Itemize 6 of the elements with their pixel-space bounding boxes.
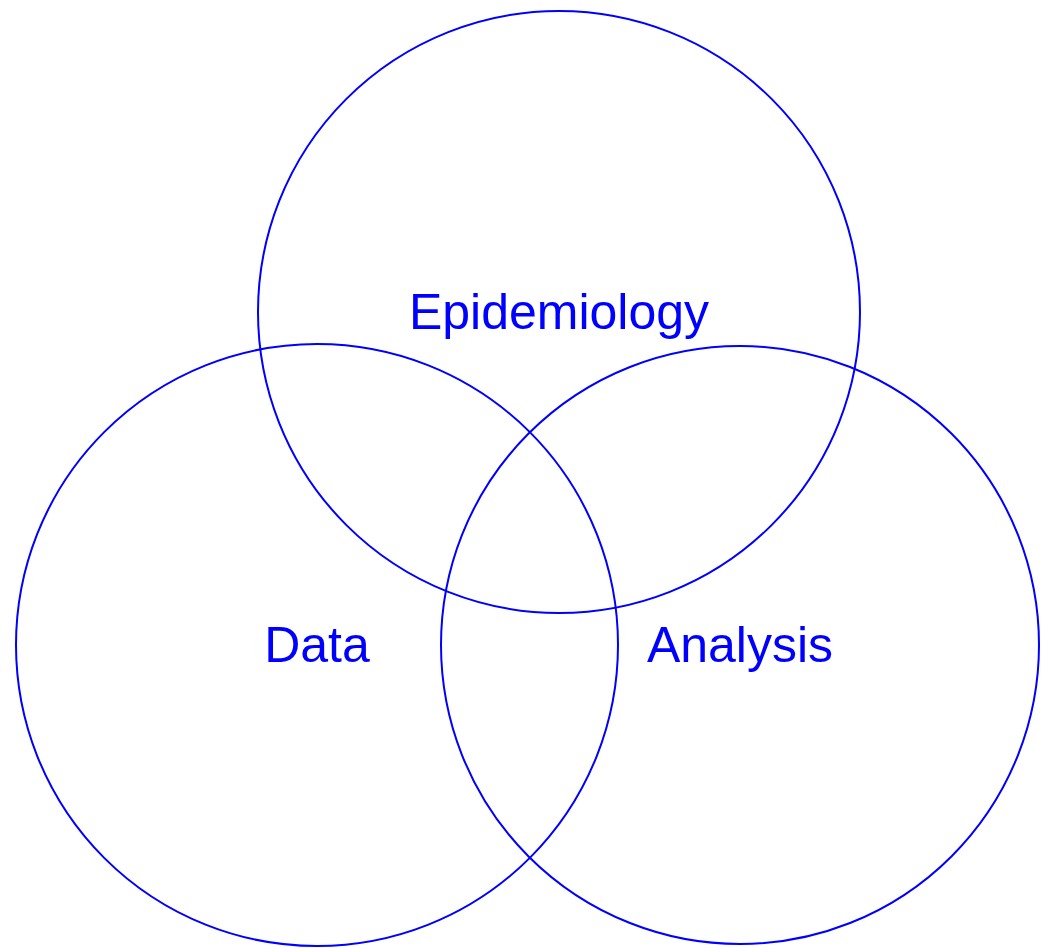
venn-circle	[15, 343, 619, 947]
venn-circle	[257, 10, 861, 614]
venn-circle	[440, 345, 1040, 945]
circle-label: Data	[264, 620, 370, 670]
circle-label: Epidemiology	[408, 287, 710, 337]
circle-label: Analysis	[646, 620, 834, 670]
